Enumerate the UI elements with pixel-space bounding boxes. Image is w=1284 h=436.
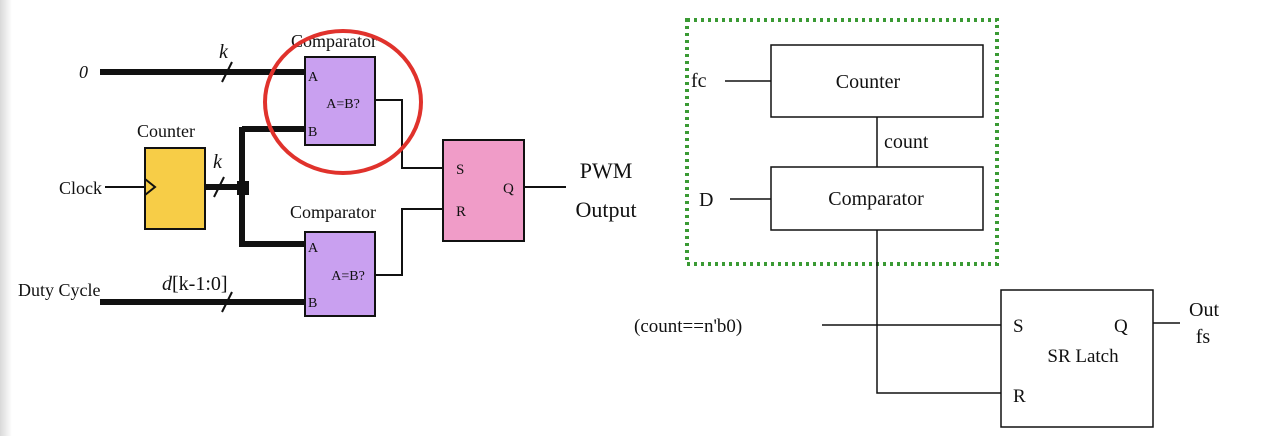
comparator-bottom-box [304, 231, 376, 317]
latch-port-q: Q [503, 181, 514, 197]
clock-triangle [144, 178, 157, 196]
condition-label: (count==n'b0) [634, 316, 742, 337]
duty-bus-prefix: d [162, 273, 173, 295]
highlight-circle [263, 29, 423, 175]
bus-junction-dot [237, 181, 249, 195]
right-latch-box [1000, 289, 1154, 428]
right-latch-name: SR Latch [1047, 346, 1119, 367]
slash-top-bus [221, 61, 233, 83]
comparator-top-port-a: A [308, 70, 319, 85]
pwm-output-label-line2: Output [575, 197, 636, 222]
counter-box [144, 147, 206, 230]
bus-width-counter-label: k [213, 151, 223, 173]
right-latch-port-s: S [1013, 316, 1024, 337]
comparator-bottom-port-a: A [308, 241, 319, 256]
comparator-top-port-b: B [308, 125, 317, 140]
out-label-line1: Out [1189, 299, 1219, 321]
count-label: count [884, 131, 929, 153]
d-label: D [699, 189, 713, 211]
input-zero-label: 0 [79, 62, 88, 82]
top-comparator-to-set [375, 99, 443, 169]
right-counter-box [770, 44, 984, 118]
fc-label: fc [691, 70, 707, 92]
right-comparator-box [770, 166, 984, 231]
out-label-line2: fs [1196, 326, 1211, 348]
counter-title: Counter [137, 121, 195, 141]
left-edge-shadow [0, 0, 12, 436]
latch-port-s: S [456, 162, 464, 178]
left-pwm-diagram: Comparator A B A=B? Comparator A B A=B? … [18, 29, 637, 317]
right-comparator-label: Comparator [828, 188, 924, 210]
clock-label: Clock [59, 178, 102, 198]
comparator-to-reset-wire [876, 230, 1001, 394]
bottom-comparator-to-reset [375, 208, 443, 276]
right-counter-label: Counter [836, 71, 901, 93]
right-latch-port-q: Q [1114, 316, 1128, 337]
comparator-bottom-function: A=B? [331, 269, 365, 284]
comparator-top-function: A=B? [326, 97, 360, 112]
latch-box [442, 139, 525, 242]
comparator-bottom-title: Comparator [290, 202, 376, 222]
right-wires [725, 80, 1180, 394]
right-sr-latch-diagram: Counter Comparator S Q SR Latch R fc D c… [634, 18, 1219, 428]
dashed-group-border [685, 18, 999, 266]
comparator-top-box [304, 56, 376, 146]
slash-duty-bus [221, 291, 233, 313]
right-latch-port-r: R [1013, 386, 1026, 407]
comparator-bottom-port-b: B [308, 296, 317, 311]
duty-bus-label: d[k-1:0] [162, 273, 228, 295]
bus-slashes [213, 61, 233, 313]
thin-wires [105, 99, 566, 276]
latch-port-r: R [456, 204, 466, 220]
bus-width-top-label: k [219, 41, 229, 63]
pwm-output-label-line1: PWM [580, 158, 633, 183]
duty-bus-range: [k-1:0] [172, 273, 228, 295]
duty-cycle-label: Duty Cycle [18, 280, 101, 300]
slash-counter-bus [213, 176, 225, 198]
